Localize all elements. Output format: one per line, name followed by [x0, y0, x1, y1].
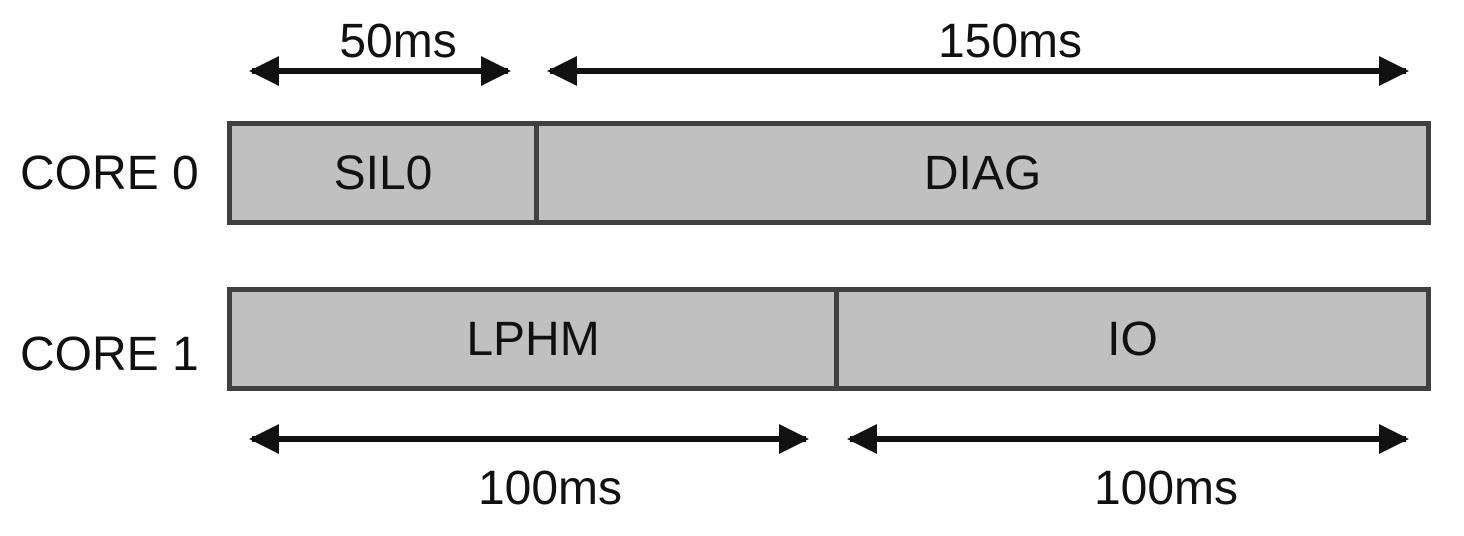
- core-1-label: CORE 1: [20, 328, 199, 381]
- duration-label-io: 100ms: [1093, 462, 1239, 515]
- segment-sil0-label: SIL0: [333, 146, 433, 200]
- core-0-timeline: SIL0 DIAG: [227, 121, 1431, 225]
- duration-label-sil0: 50ms: [339, 15, 457, 68]
- segment-sil0: SIL0: [232, 126, 534, 220]
- segment-io: IO: [834, 292, 1426, 386]
- segment-diag-label: DIAG: [923, 146, 1042, 200]
- segment-lphm-label: LPHM: [466, 312, 600, 366]
- segment-io-label: IO: [1107, 312, 1158, 366]
- core-0-label: CORE 0: [20, 147, 199, 200]
- core-1-timeline: LPHM IO: [227, 287, 1431, 391]
- segment-diag: DIAG: [534, 126, 1426, 220]
- duration-label-diag: 150ms: [937, 15, 1083, 68]
- duration-label-lphm: 100ms: [477, 462, 623, 515]
- segment-lphm: LPHM: [232, 292, 834, 386]
